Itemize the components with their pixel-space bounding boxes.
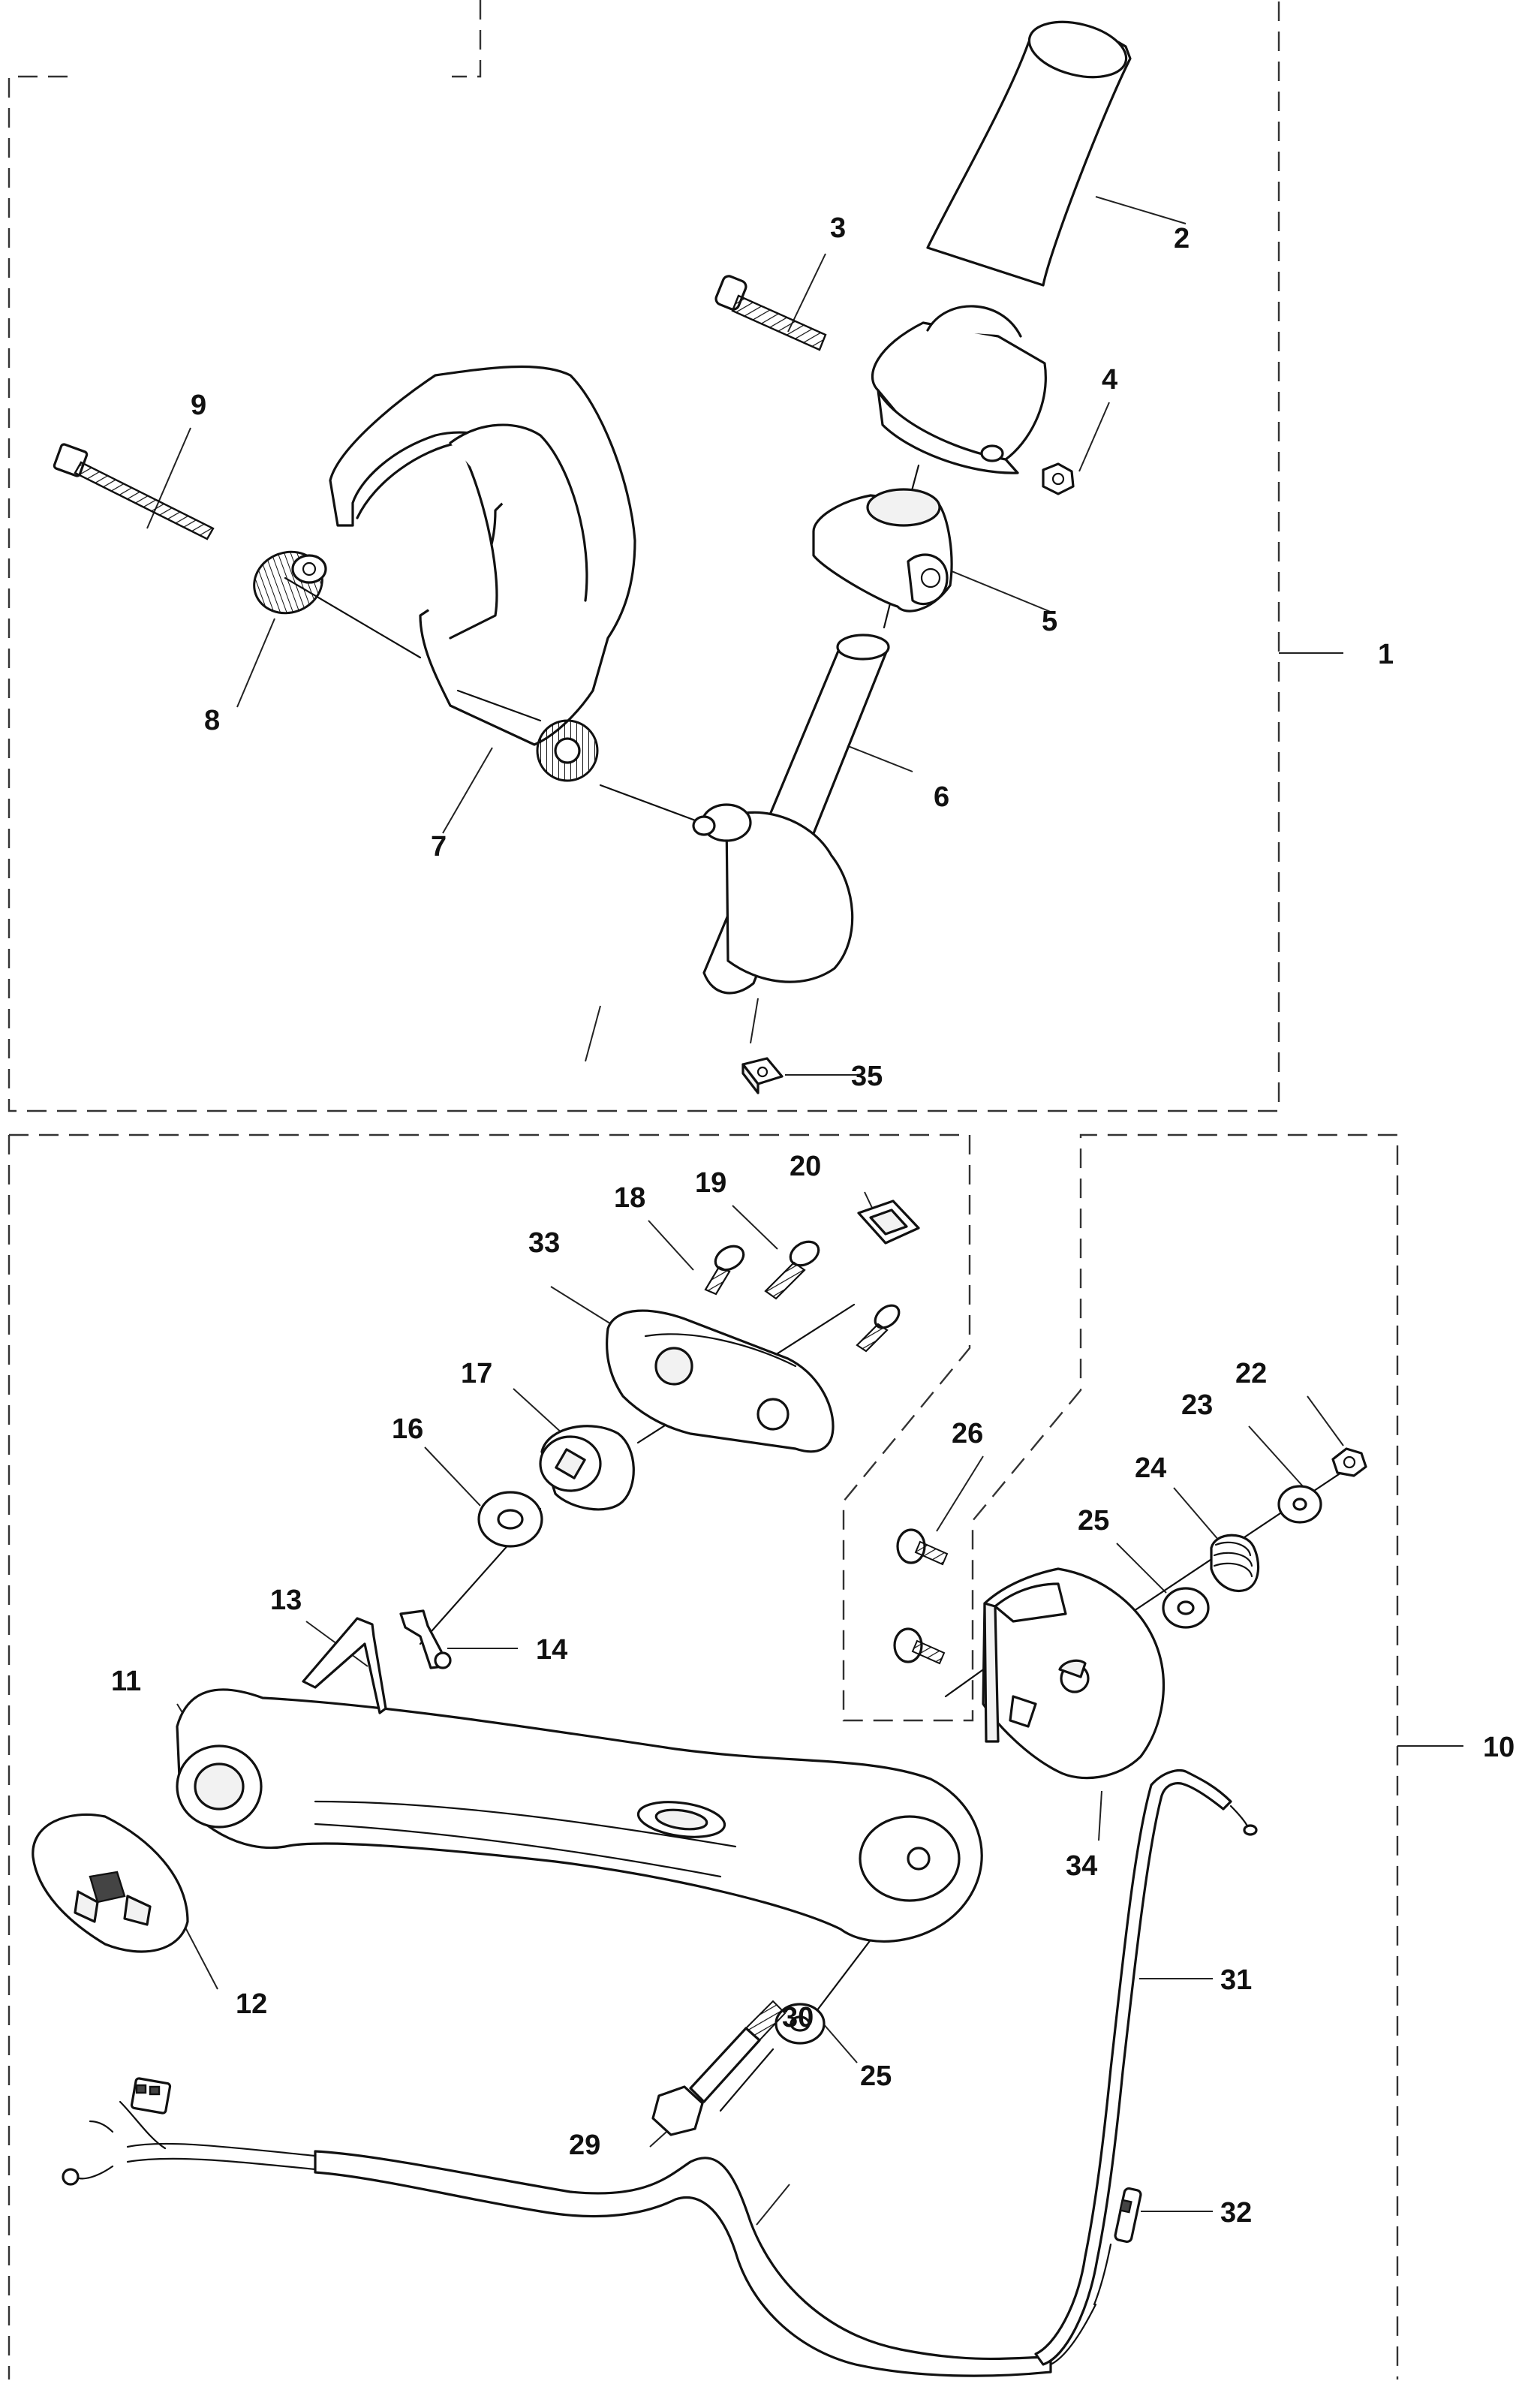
control-cable (1034, 1768, 1258, 2366)
callout-30: 30 (782, 2002, 814, 2033)
handle-grip (871, 20, 1132, 474)
small-bracket (399, 1609, 452, 1669)
pivot-cover (982, 1567, 1165, 1780)
square-insert (857, 1200, 920, 1245)
callout-1: 1 (1378, 639, 1394, 670)
bolt (714, 275, 827, 351)
screw-housing (856, 1304, 901, 1353)
pivot-housing (606, 1309, 835, 1453)
callout-33: 33 (528, 1227, 560, 1259)
callout-6: 6 (934, 781, 949, 813)
washer-25-lower (775, 2003, 826, 2045)
callout-14: 14 (536, 1634, 567, 1666)
callout-35: 35 (851, 1061, 883, 1092)
bushing (539, 1425, 635, 1511)
callout-29: 29 (569, 2130, 600, 2161)
screw-19 (764, 1240, 820, 1300)
callout-8: 8 (204, 705, 220, 736)
wire-harness (62, 2077, 1052, 2377)
washer-25-upper (1162, 1587, 1210, 1629)
screw-26-upper (896, 1528, 949, 1566)
callout-31: 31 (1220, 1964, 1252, 1996)
callout-23: 23 (1181, 1389, 1213, 1421)
pivot-hub (692, 803, 854, 983)
group-box-lower-left (8, 1133, 1399, 2379)
callout-12: 12 (236, 1988, 267, 2020)
callout-5: 5 (1042, 606, 1057, 637)
callout-20: 20 (790, 1151, 821, 1182)
handle-clamp (329, 365, 636, 782)
callout-24: 24 (1135, 1452, 1166, 1484)
main-arm (176, 1688, 983, 1943)
callout-4: 4 (1102, 364, 1117, 396)
knob (253, 550, 327, 615)
coil-spring (1210, 1534, 1260, 1592)
cable-connector (1093, 2187, 1142, 2306)
group-box-upper (8, 0, 1280, 1112)
long-bolt (53, 443, 215, 540)
hex-nut (1042, 462, 1075, 495)
callout-32: 32 (1220, 2197, 1252, 2229)
callout-25-lower: 25 (860, 2060, 892, 2092)
washer-small (1277, 1485, 1322, 1524)
callout-3: 3 (830, 212, 846, 244)
callout-25-upper: 25 (1078, 1505, 1109, 1537)
callout-9: 9 (191, 390, 206, 421)
callout-22: 22 (1235, 1358, 1267, 1389)
callout-34: 34 (1066, 1850, 1097, 1882)
clamp-block (812, 488, 953, 613)
spring-clip (302, 1617, 387, 1714)
callout-16: 16 (392, 1413, 423, 1445)
callout-10: 10 (1483, 1732, 1514, 1763)
callout-13: 13 (270, 1585, 302, 1616)
callout-26: 26 (952, 1418, 983, 1449)
shoulder-bolt (651, 2000, 787, 2136)
callout-19: 19 (695, 1167, 726, 1199)
callout-labels: 1 2 3 4 5 6 7 8 9 10 11 12 13 14 16 17 1… (111, 212, 1514, 2229)
end-cap (32, 1813, 189, 1953)
callout-17: 17 (461, 1358, 492, 1389)
screw-18 (704, 1245, 745, 1296)
callout-7: 7 (431, 831, 447, 862)
lock-nut (1331, 1447, 1367, 1477)
callout-18: 18 (614, 1182, 645, 1214)
callout-2: 2 (1174, 223, 1190, 254)
flat-washer-large (477, 1491, 543, 1548)
screw-26-lower (893, 1627, 946, 1665)
callout-11: 11 (111, 1666, 141, 1697)
square-nut (741, 1057, 784, 1094)
